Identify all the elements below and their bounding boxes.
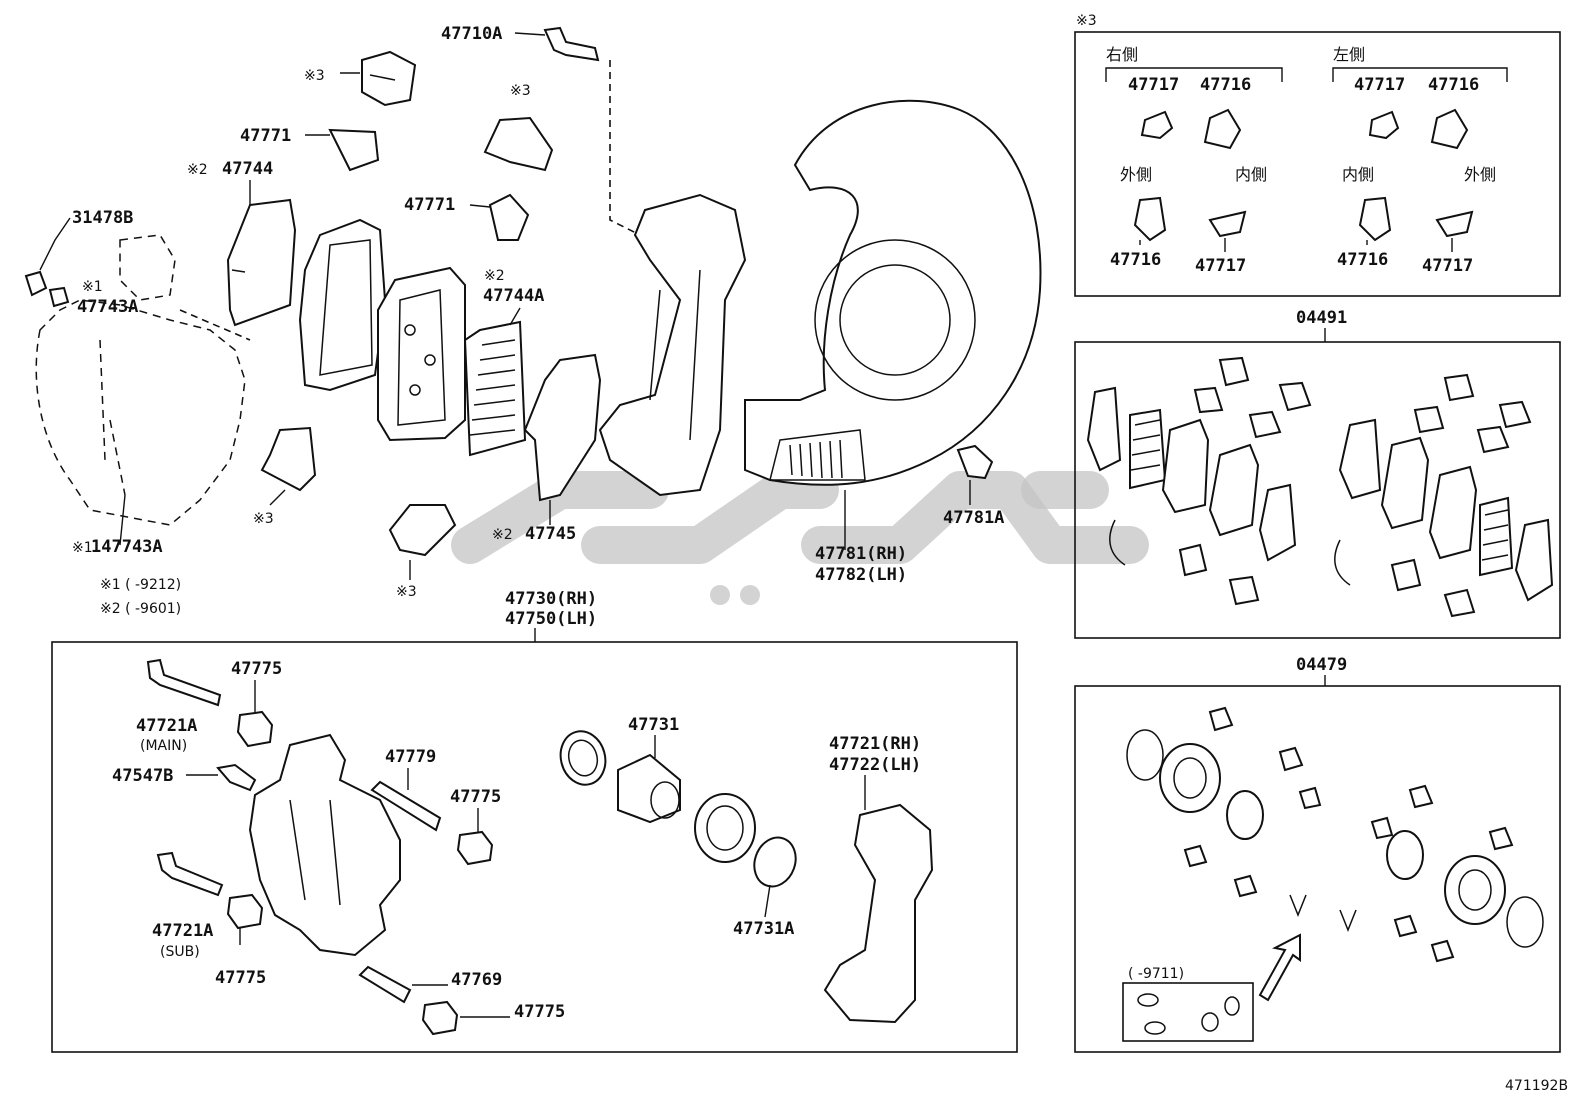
caliper-assembly-box [51,641,1018,1053]
bolt-47710A [543,26,600,62]
seal-kit-content: ( -9711) [1122,706,1544,1042]
top-labels: 47710A ※3 47771 ※3 ※2 47744 47771 31478B… [72,24,1004,629]
label-47775-1: 47775 [231,659,282,679]
marker-m2-b: ※2 [484,268,505,284]
marker-m3-a: ※3 [304,68,325,84]
shim-box-content: 右側 左側 47717 47716 47717 47716 外側 内側 内側 外… [1105,45,1508,276]
caliper-bracket [598,193,747,497]
boot-31478B [24,270,70,308]
pad-kit-content [1086,356,1554,618]
label-47769: 47769 [451,970,502,990]
right-side-label: 右側 [1106,45,1138,64]
shim-r-47716b: 47716 [1110,250,1161,270]
shim-r-47717: 47717 [1128,75,1179,95]
inner-l-label: 内側 [1342,165,1374,184]
pad-kit-box [1074,341,1561,639]
left-side-label: 左側 [1333,45,1365,64]
label-47771-a: 47771 [240,126,291,146]
outer-r-label: 外側 [1120,165,1152,184]
inner-r-label: 内側 [1235,165,1267,184]
label-31478B: 31478B [72,208,133,228]
shim-box-marker: ※3 [1076,13,1097,29]
caliper-box-labels: 47775 47721A (MAIN) 47547B 47779 47775 4… [112,659,921,1022]
caliper-assembly-parts [146,658,934,1036]
outer-l-label: 外側 [1464,165,1496,184]
label-47547B: 47547B [112,766,173,786]
marker-m3-c: ※3 [253,511,274,527]
note-m1: ※1 ( -9212) [100,577,181,593]
shim-r-47716: 47716 [1200,75,1251,95]
kit-range-note: ( -9711) [1128,966,1184,982]
marker-m3-d: ※3 [396,584,417,600]
marker-m3-b: ※3 [510,83,531,99]
shim-47745 [523,353,602,502]
label-47744A: 47744A [483,286,544,306]
caliper-box-leaders [186,680,866,1018]
marker-m2-c: ※2 [492,527,513,543]
bolt-47781A [956,444,994,480]
pad-support-plate-47771 [328,128,380,172]
pad-clip-top-2 [483,116,554,172]
pad-clip-bottom [388,504,457,557]
label-47775-2: 47775 [450,787,501,807]
watermark-logo [451,471,1149,605]
guide-dashed-caliper [179,309,251,341]
guide-dashed-bolt [609,60,651,241]
marker-m1-b: ※1 [72,540,93,556]
leader-lines-top [39,32,971,642]
shim-r-47717b: 47717 [1195,256,1246,276]
label-147743A: 147743A [91,537,163,557]
label-47782: 47782(LH) [815,565,907,585]
label-main: (MAIN) [140,738,187,754]
disc-dust-shield [744,99,1042,486]
label-47743A: 47743A [77,297,138,317]
label-47779: 47779 [385,747,436,767]
label-47721A-main: 47721A [136,716,197,736]
shim-l-47716b: 47716 [1337,250,1388,270]
label-47731: 47731 [628,715,679,735]
label-47745: 47745 [525,524,576,544]
note-m2: ※2 ( -9601) [100,601,181,617]
label-47710A: 47710A [441,24,502,44]
marker-m1-a: ※1 [82,279,103,295]
marker-m2-a: ※2 [187,162,208,178]
label-47744: 47744 [222,159,273,179]
brake-pad-outer [298,218,387,392]
shim-l-47717: 47717 [1354,75,1405,95]
anti-squeal-shim-47744 [226,198,297,327]
label-47722: 47722(LH) [829,755,921,775]
label-47750: 47750(LH) [505,609,597,629]
label-47721A-sub: 47721A [152,921,213,941]
label-47721: 47721(RH) [829,734,921,754]
pad-clip-top-1 [361,50,417,107]
shim-box [1074,31,1561,297]
pad-clip-lower [260,426,317,492]
label-47771-b: 47771 [404,195,455,215]
label-47781: 47781(RH) [815,544,907,564]
seal-kit-label: 04479 [1296,655,1347,675]
brake-pad-inner [377,266,466,442]
label-47781A: 47781A [943,508,1004,528]
shim-l-47716: 47716 [1428,75,1479,95]
pad-support-plate-47771b [488,193,530,241]
pad-kit-label: 04491 [1296,308,1347,328]
caliper-body-ghost [35,234,246,526]
label-sub: (SUB) [160,944,200,960]
anti-squeal-shim-47744A [463,320,527,457]
label-47775-3: 47775 [215,968,266,988]
label-47730: 47730(RH) [505,589,597,609]
diagram-code: 471192B [1505,1078,1568,1094]
shim-l-47717b: 47717 [1422,256,1473,276]
label-47775-4: 47775 [514,1002,565,1022]
seal-kit-box [1074,685,1561,1053]
label-47731A: 47731A [733,919,794,939]
